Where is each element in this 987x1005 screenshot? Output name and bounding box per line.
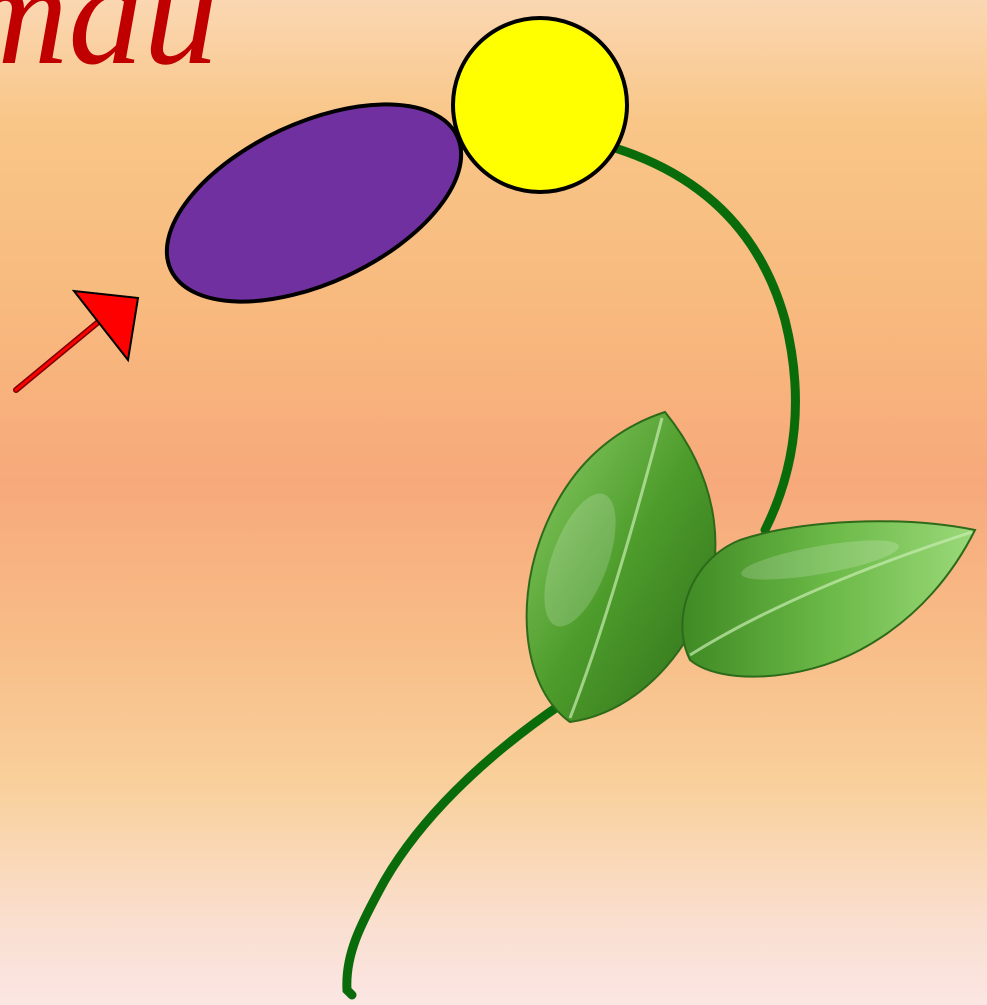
arrow-head-icon — [74, 291, 138, 360]
purple-ellipse — [137, 64, 491, 343]
green-leaves — [527, 412, 975, 722]
green-stem-lower — [347, 705, 560, 995]
yellow-circle — [453, 18, 627, 192]
red-arrow — [16, 291, 138, 390]
